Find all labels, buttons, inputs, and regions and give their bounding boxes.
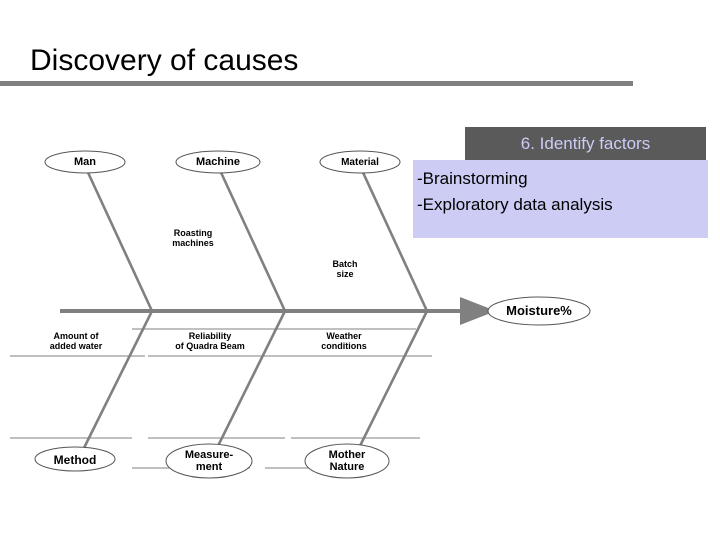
bone-method: [78, 310, 154, 457]
ellipse-mother-nature[interactable]: [304, 443, 390, 479]
bone-machine: [216, 165, 287, 312]
bone-label-weather-conditions: Weather conditions: [321, 331, 367, 352]
callout-bullet-brainstorming: -Brainstorming: [417, 169, 528, 188]
fishbone-diagram: [10, 150, 591, 479]
ellipse-material[interactable]: [319, 150, 401, 174]
callout-header: 6. Identify factors: [465, 127, 706, 160]
ellipse-measurement[interactable]: [165, 443, 253, 479]
bone-label-batch-size: Batch size: [332, 259, 358, 280]
ellipse-machine[interactable]: [175, 150, 261, 174]
bone-material: [358, 165, 429, 312]
node-label-machine: Machine: [195, 156, 240, 169]
node-label-mother-nature: Mother Nature: [328, 449, 366, 473]
node-label-moisture-effect: Moisture%: [506, 303, 572, 319]
page-title: Discovery of causes: [30, 44, 299, 77]
ellipse-moisture-effect[interactable]: [487, 296, 591, 326]
title-underline-rule: [0, 81, 633, 86]
bone-measurement: [211, 310, 287, 457]
callout-body: -Brainstorming -Exploratory data analysi…: [413, 160, 708, 238]
ellipse-method[interactable]: [34, 446, 116, 472]
ellipse-man[interactable]: [44, 150, 126, 174]
node-label-method: Method: [53, 452, 97, 467]
bone-man: [83, 165, 154, 312]
node-label-measurement: Measure- ment: [184, 449, 234, 473]
node-label-man: Man: [74, 156, 96, 169]
bone-label-reliability-quadra-beam: Reliability of Quadra Beam: [175, 331, 245, 352]
bone-label-roasting-machines: Roasting machines: [172, 228, 214, 249]
bone-label-amount-added-water: Amount of added water: [49, 331, 103, 352]
callout-bullet-exploratory-data-analysis: -Exploratory data analysis: [417, 195, 613, 214]
node-label-material: Material: [341, 156, 379, 168]
bone-mother-nature: [353, 310, 429, 457]
